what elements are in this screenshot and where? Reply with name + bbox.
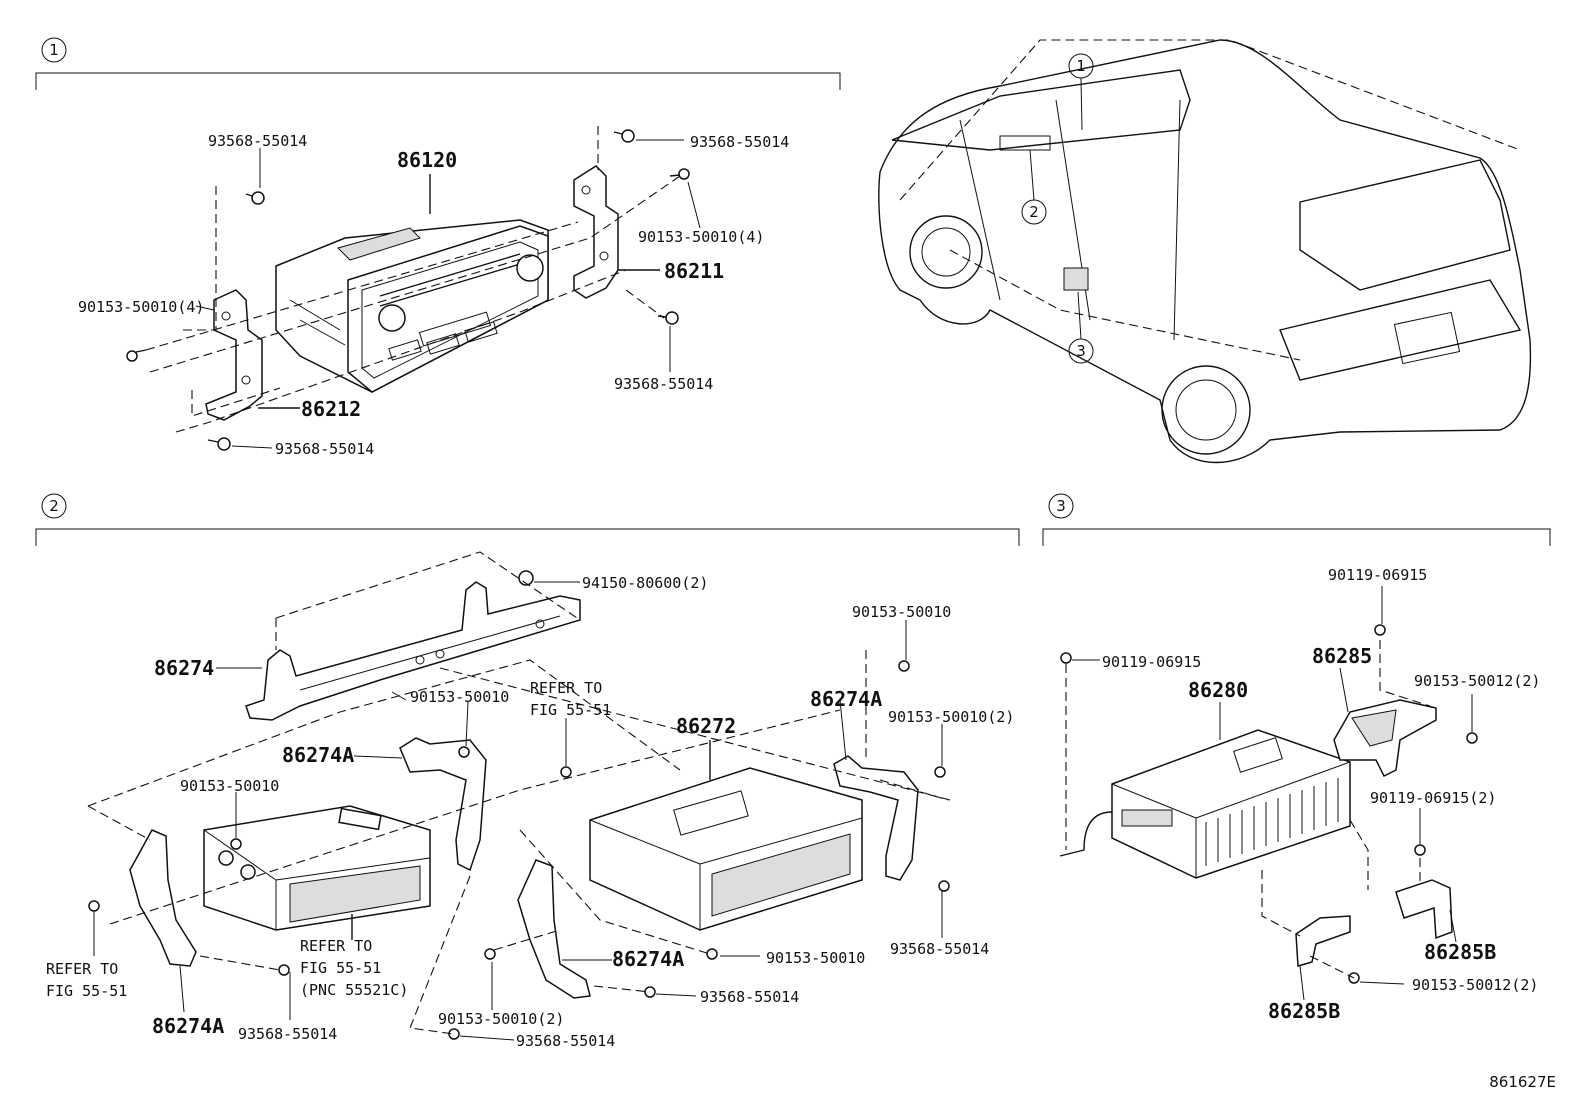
figure-id: 861627E [1489, 1073, 1556, 1091]
part-label: 90153-50012(2) [1414, 672, 1540, 690]
part-label: 93568-55014 [700, 988, 799, 1006]
reference-note: FIG 55-51 [300, 959, 381, 977]
section-3-marker: 3 [1056, 497, 1066, 515]
part-label: 93568-55014 [516, 1032, 615, 1050]
part-label: 93568-55014 [614, 375, 713, 393]
part-label: 90153-50010(4) [78, 298, 204, 316]
section-3-header: 3 [1042, 493, 1551, 546]
labels-section-2: 94150-80600(2) 90153-50010 86274 90153-5… [46, 574, 1014, 1050]
part-label: 90153-50010 [410, 688, 509, 706]
svg-text:2: 2 [1029, 203, 1039, 221]
svg-text:3: 3 [1076, 342, 1086, 360]
screw-group-s1 [126, 129, 690, 451]
vehicle-callout-3: 3 [1068, 291, 1094, 364]
part-label: 86272 [676, 714, 736, 738]
part-label: 90153-50010 [766, 949, 865, 967]
svg-text:1: 1 [1076, 57, 1086, 75]
mid-bracket-86274A [353, 737, 487, 872]
part-label: 86274A [282, 743, 354, 767]
part-label: 93568-55014 [208, 132, 307, 150]
amplifier-86280 [1059, 702, 1351, 879]
part-label: 90153-50010 [852, 603, 951, 621]
section-1-marker: 1 [49, 41, 59, 59]
vehicle-callout-2: 2 [1021, 149, 1047, 225]
cd-changer-86272 [589, 740, 863, 931]
changer-right-bracket-86274A [833, 699, 919, 881]
storage-pocket [203, 805, 431, 940]
part-label: 90119-06915 [1328, 566, 1427, 584]
part-label: 86120 [397, 148, 457, 172]
labels-section-1: 93568-55014 86120 93568-55014 90153-5001… [78, 132, 789, 458]
bracket-86285B-right [1395, 879, 1457, 943]
part-label: 86280 [1188, 678, 1248, 702]
section-2-header: 2 [35, 493, 1020, 546]
part-label: 86211 [664, 259, 724, 283]
vehicle-callout-1: 1 [1068, 53, 1094, 131]
part-label: 93568-55014 [690, 133, 789, 151]
part-label: 90153-50010(2) [438, 1010, 564, 1028]
vehicle-overview: 1 2 3 [878, 39, 1532, 464]
part-label: 90119-06915(2) [1370, 789, 1496, 807]
part-label: 90153-50010(4) [638, 228, 764, 246]
reference-note: REFER TO [530, 679, 602, 697]
reference-note: REFER TO [300, 937, 372, 955]
section-2-drawing [87, 551, 951, 1041]
left-bracket-86274A [129, 829, 197, 1013]
part-label: 94150-80600(2) [582, 574, 708, 592]
part-label: 86285B [1424, 940, 1496, 964]
top-bracket-86274 [216, 581, 581, 721]
part-label: 86285 [1312, 644, 1372, 668]
part-label: 86274 [154, 656, 214, 680]
radio-head-unit [275, 174, 549, 393]
part-label: 93568-55014 [890, 940, 989, 958]
section-1-drawing [126, 126, 701, 451]
reference-note: REFER TO [46, 960, 118, 978]
amplifier-heatsink [1205, 778, 1339, 866]
part-label: 90119-06915 [1102, 653, 1201, 671]
part-label: 90153-50012(2) [1412, 976, 1538, 994]
part-label: 86274A [810, 687, 882, 711]
screw-group-s2 [88, 570, 950, 1040]
section-2-marker: 2 [49, 497, 59, 515]
part-label: 93568-55014 [275, 440, 374, 458]
reference-note: FIG 55-51 [530, 701, 611, 719]
part-label: 93568-55014 [238, 1025, 337, 1043]
bracket-86285B-left [1295, 915, 1351, 1001]
reference-note: FIG 55-51 [46, 982, 127, 1000]
part-label: 86274A [612, 947, 684, 971]
section-1-header: 1 [35, 37, 841, 90]
part-label: 86274A [152, 1014, 224, 1038]
part-label: 90153-50010(2) [888, 708, 1014, 726]
section-3-drawing [1059, 586, 1478, 1001]
part-label: 86285B [1268, 999, 1340, 1023]
reference-note: (PNC 55521C) [300, 981, 408, 999]
screw-group-s3 [1060, 624, 1478, 984]
part-label: 90153-50010 [180, 777, 279, 795]
bracket-86285 [1333, 667, 1437, 778]
labels-section-3: 90119-06915 90119-06915 86285 86280 9015… [1102, 566, 1540, 1023]
part-label: 86212 [301, 397, 361, 421]
